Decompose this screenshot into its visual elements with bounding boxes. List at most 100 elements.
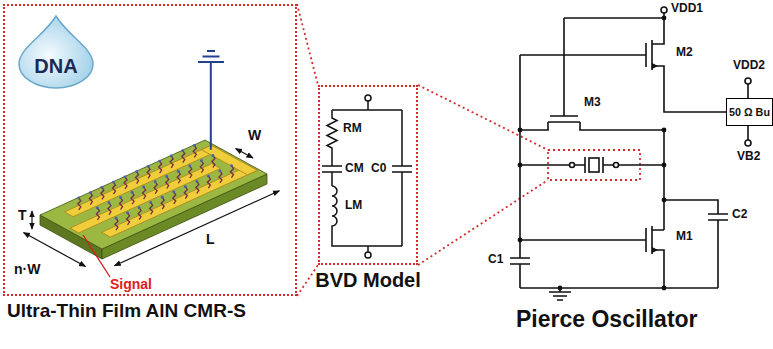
capacitor-symbol	[322, 166, 342, 186]
dna-strand	[231, 166, 234, 178]
pierce-schematic	[589, 158, 599, 172]
panel-caption: Ultra-Thin Film AlN CMR-S	[7, 300, 246, 322]
dna-strand	[219, 171, 222, 183]
component-label: LM	[345, 199, 362, 212]
droplet-shape	[13, 14, 99, 90]
capacitor-symbol	[392, 110, 412, 246]
ground-wire	[198, 51, 224, 150]
dna-strand	[147, 165, 150, 168]
dna-strand	[127, 213, 130, 225]
dna-strand	[78, 198, 81, 210]
dna-strand	[77, 196, 80, 199]
dna-strand	[154, 182, 157, 194]
component-label: M3	[584, 96, 601, 109]
dna-strand	[173, 192, 176, 204]
droplet-shape	[19, 16, 93, 88]
dna-strand	[182, 151, 185, 163]
component-label: VDD2	[733, 59, 765, 72]
pierce-schematic	[652, 63, 658, 253]
pierce-schematic	[564, 13, 664, 18]
zoom-line	[418, 85, 640, 265]
dna-strand	[184, 187, 187, 199]
dna-strand	[150, 202, 153, 214]
pierce-schematic	[518, 238, 523, 243]
dimension-line	[31, 211, 32, 229]
electrode	[102, 166, 257, 238]
transistor-symbol	[520, 226, 664, 288]
dna-strand	[119, 196, 122, 199]
pierce-schematic	[662, 128, 667, 133]
pierce-schematic	[614, 163, 619, 168]
dna-strand	[188, 165, 191, 168]
bvd-circuit	[332, 101, 402, 110]
dimension-label: n·W	[14, 262, 40, 277]
dna-strand	[219, 170, 222, 173]
bvd-circuit	[365, 252, 371, 258]
dna-strand	[212, 156, 215, 168]
dimension-label: W	[248, 128, 261, 143]
dna-strand	[136, 172, 139, 184]
dna-strand	[108, 203, 111, 215]
pierce-schematic	[510, 55, 530, 288]
dna-strand	[101, 186, 104, 189]
box-label: 50 Ω Bu	[729, 106, 770, 118]
dna-strand	[200, 161, 203, 173]
panel-caption: BVD Model	[315, 269, 421, 292]
dna-strand	[154, 180, 157, 183]
component-label: C2	[732, 208, 747, 221]
ground-wire	[210, 62, 212, 150]
dna-strand	[200, 159, 203, 162]
pierce-schematic	[558, 286, 563, 291]
leader-line	[83, 235, 110, 277]
component-label: M2	[676, 46, 693, 59]
dna-strands	[77, 144, 233, 230]
bvd-circuit	[367, 246, 369, 252]
dna-strand	[158, 160, 161, 163]
panel-caption: Pierce Oscillator	[516, 307, 698, 332]
dna-strand	[143, 187, 146, 199]
electrode	[65, 145, 258, 237]
dna-strand	[165, 175, 168, 178]
dna-strand	[115, 217, 118, 220]
dna-strand	[207, 176, 210, 188]
pierce-schematic	[518, 16, 667, 291]
capacitor-symbol	[664, 200, 728, 288]
pierce-schematic	[662, 198, 667, 203]
transistor-symbol	[520, 18, 726, 112]
zoom-line	[297, 265, 318, 296]
pierce-schematic	[745, 140, 751, 146]
inductor-symbol	[332, 186, 402, 246]
dna-strand	[131, 192, 134, 204]
dna-strand	[184, 185, 187, 188]
pierce-schematic	[510, 7, 751, 300]
zoom-box: BVD Model	[318, 85, 418, 265]
pierce-schematic	[661, 7, 667, 13]
pierce-schematic	[518, 128, 523, 133]
pierce-schematic	[663, 130, 665, 230]
dimension-line	[236, 149, 253, 159]
dna-strand	[112, 181, 115, 184]
dna-strand	[170, 156, 173, 168]
signal-label: Signal	[110, 277, 152, 292]
pierce-schematic	[745, 78, 751, 84]
zoom-line	[297, 4, 318, 85]
dimension-label: T	[18, 208, 27, 223]
component-label: CM	[345, 162, 364, 175]
dna-strand	[212, 154, 215, 157]
resistor-symbol	[327, 110, 337, 166]
dna-strand	[120, 198, 123, 210]
transistor-symbol	[520, 18, 664, 130]
dimension-label: L	[206, 232, 215, 247]
component-label: VDD1	[671, 2, 703, 15]
dna-strand	[161, 196, 164, 199]
dna-strand	[101, 187, 104, 199]
dna-strand	[193, 144, 196, 147]
component-label: VB2	[737, 150, 760, 163]
component-label: RM	[343, 122, 362, 135]
buffer-box: 50 Ω Bu	[726, 98, 773, 126]
dna-strand	[112, 182, 115, 194]
